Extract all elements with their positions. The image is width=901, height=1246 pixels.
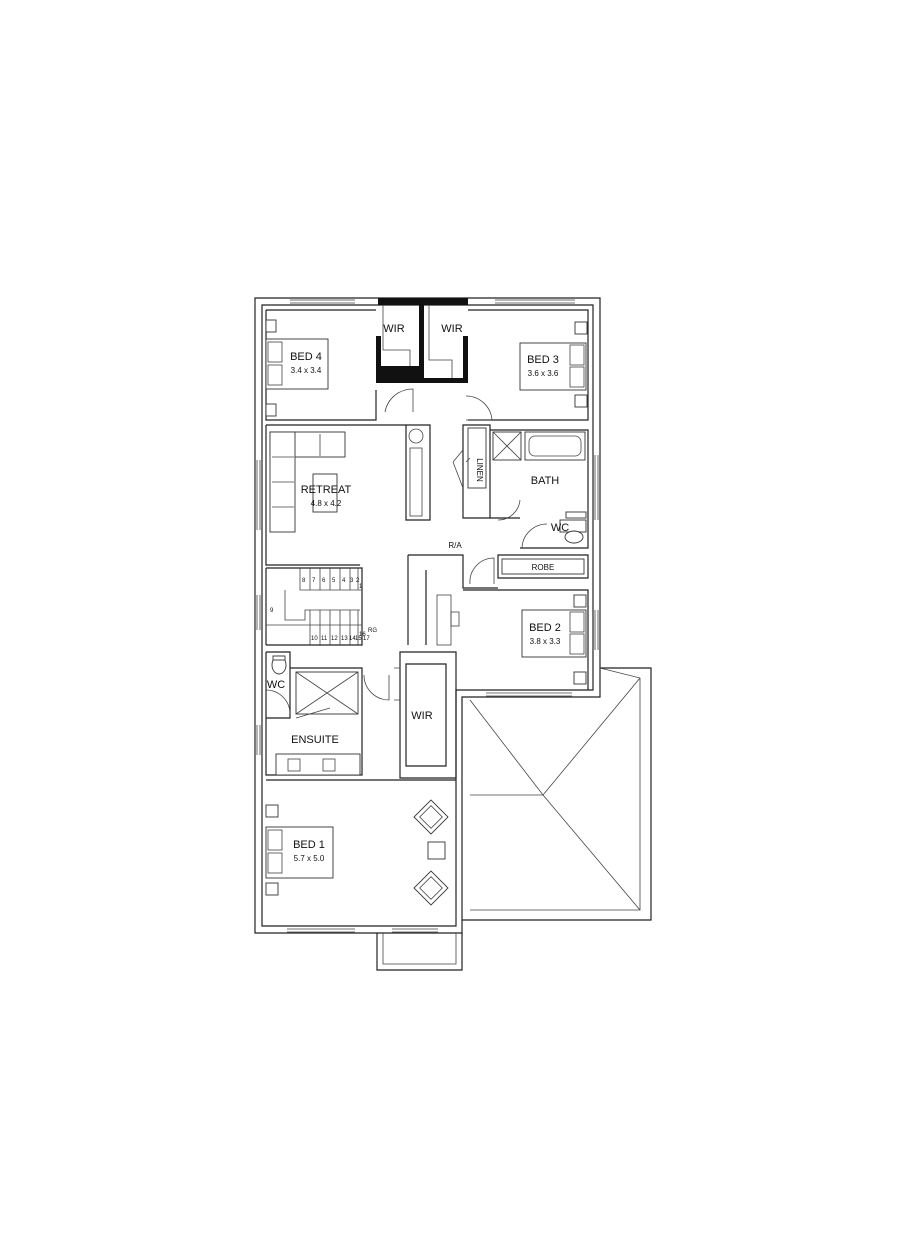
bed4-room: BED 4 3.4 x 3.4 — [265, 309, 414, 421]
stair-2: 2 — [356, 578, 360, 584]
stair-4: 4 — [342, 578, 346, 584]
bath-label: BATH — [531, 475, 560, 487]
ra-label: R/A — [448, 541, 462, 550]
bed3-dim: 3.6 x 3.6 — [528, 369, 559, 378]
wir-left-label: WIR — [383, 323, 404, 335]
bed3-bed — [519, 342, 587, 391]
stair-3: 3 — [350, 578, 354, 584]
retreat-dim: 4.8 x 4.2 — [311, 499, 342, 508]
stair-1: 1 — [359, 584, 363, 590]
bed1-dim: 5.7 x 5.0 — [294, 854, 325, 863]
stair-11: 11 — [321, 636, 328, 642]
stair-13: 13 — [341, 636, 348, 642]
linen-room: LINEN — [452, 424, 491, 519]
bed1-bed — [265, 826, 334, 879]
stair-15: 15 — [355, 636, 362, 642]
linen-label: LINEN — [475, 458, 484, 482]
stair-12: 12 — [331, 636, 338, 642]
outer-walls — [254, 297, 652, 971]
wc-upper-label: WC — [551, 522, 569, 534]
robe-room: ROBE — [497, 554, 589, 579]
stair-5: 5 — [332, 578, 336, 584]
bed2-dim: 3.8 x 3.3 — [530, 637, 561, 646]
stair-8: 8 — [302, 578, 306, 584]
bed2-bed — [521, 609, 587, 658]
robe-label: ROBE — [532, 563, 555, 572]
wir-right-label: WIR — [441, 323, 462, 335]
bed4-bed — [265, 338, 329, 390]
bed3-label: BED 3 — [527, 354, 559, 366]
staircase: 8 7 6 5 4 3 2 1 9 10 11 12 13 14 15 16 1… — [265, 567, 377, 646]
stair-16: 16 — [359, 632, 366, 638]
bath-room: BATH WC — [490, 429, 589, 549]
stair-6: 6 — [322, 578, 326, 584]
bed3-room: BED 3 3.6 x 3.6 — [465, 309, 589, 421]
wir-walls — [376, 298, 468, 383]
wir-master-room: WIR — [394, 651, 457, 779]
stair-rg-mark: RG — [368, 628, 377, 634]
retreat-label: RETREAT — [301, 484, 352, 496]
stair-9: 9 — [270, 608, 274, 614]
ensuite-label: ENSUITE — [291, 734, 339, 746]
stair-17: 17 — [363, 636, 370, 642]
bed1-room: BED 1 5.7 x 5.0 — [265, 779, 456, 906]
bed4-dim: 3.4 x 3.4 — [291, 366, 322, 375]
wir-master-label: WIR — [411, 710, 432, 722]
stair-14: 14 — [349, 636, 356, 642]
bed4-label: BED 4 — [290, 351, 322, 363]
stair-10: 10 — [311, 636, 318, 642]
retreat-room: RETREAT 4.8 x 4.2 — [265, 424, 431, 566]
bed1-label: BED 1 — [293, 839, 325, 851]
bed2-room: BED 2 3.8 x 3.3 — [436, 589, 589, 690]
ensuite-room: WC ENSUITE — [265, 651, 390, 776]
stair-7: 7 — [312, 578, 316, 584]
wc-ensuite-label: WC — [267, 679, 285, 691]
windows — [256, 299, 599, 933]
bed2-label: BED 2 — [529, 622, 561, 634]
